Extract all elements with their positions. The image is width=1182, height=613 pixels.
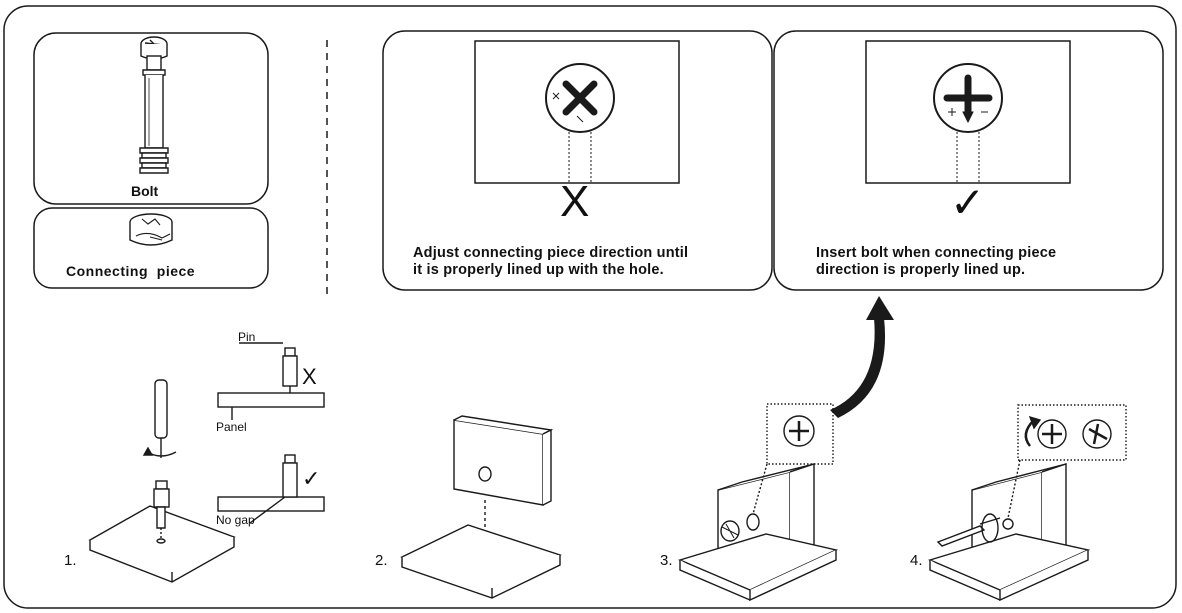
- no-gap-label: No gap: [216, 513, 255, 527]
- bolt-illustration: [139, 36, 169, 174]
- pin-label: Pin: [238, 330, 256, 344]
- step-1-number: 1.: [64, 552, 77, 569]
- right-alignment-panel: [773, 30, 1164, 291]
- right-connecting-piece-icon: [933, 63, 1003, 183]
- right-instruction-line1: Insert bolt when connecting piece: [816, 245, 1057, 261]
- step-3-number: 3.: [660, 552, 673, 569]
- bolt-box: [33, 32, 269, 205]
- step2-illustration: [400, 415, 562, 599]
- connecting-piece-illustration: [129, 213, 173, 246]
- outer-frame: [3, 5, 1177, 609]
- wrong-mark: X: [560, 177, 590, 226]
- wrong-instruction-line1: Adjust connecting piece direction until: [413, 245, 689, 261]
- step-4-number: 4.: [910, 552, 923, 569]
- step3-illustration: [677, 403, 839, 602]
- wrong-alignment-panel: [382, 30, 773, 291]
- right-instruction-line2: direction is properly lined up.: [816, 262, 1026, 278]
- wrong-panel-face: [474, 40, 680, 184]
- curved-arrow-icon: [830, 296, 894, 418]
- right-panel-face: [865, 40, 1071, 184]
- pin-right-mark: ✓: [302, 466, 321, 491]
- panel-label: Panel: [216, 420, 247, 434]
- pin-wrong-mark: X: [302, 364, 317, 389]
- step4-illustration: [927, 404, 1127, 602]
- wrong-connecting-piece-icon: [545, 63, 615, 183]
- right-mark: ✓: [950, 179, 986, 226]
- step-2-number: 2.: [375, 552, 388, 569]
- step1-illustration: [88, 342, 325, 583]
- connecting-piece-label: Connecting piece: [66, 263, 196, 279]
- bolt-label: Bolt: [131, 183, 159, 199]
- wrong-instruction-line2: it is properly lined up with the hole.: [413, 262, 664, 278]
- connecting-piece-box: [33, 207, 269, 289]
